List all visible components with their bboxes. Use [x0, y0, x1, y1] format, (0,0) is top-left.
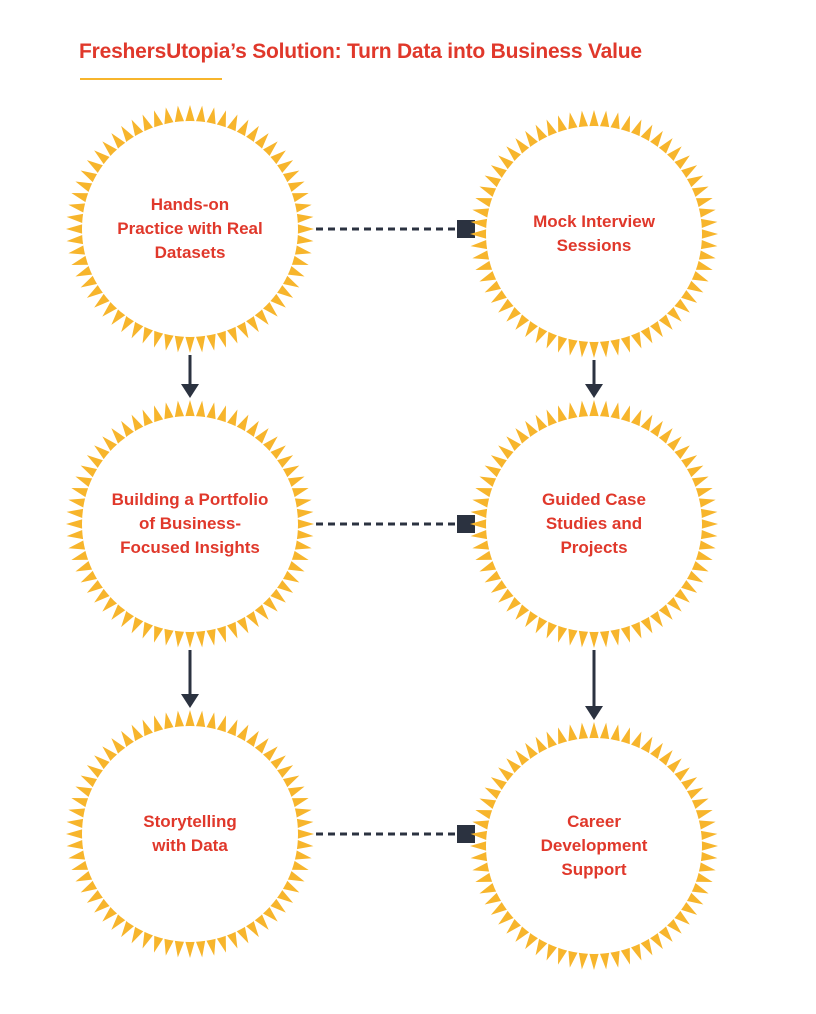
arrowhead [181, 384, 199, 398]
node-label-building-portfolio: Building a Portfolio of Business- Focuse… [111, 490, 269, 557]
node-label-mock-interview: Mock Interview Sessions [533, 212, 655, 255]
badge-guided-case-studies [470, 400, 718, 648]
node-label-career-development: Career Development Support [540, 812, 648, 879]
badge-inner-circle [486, 738, 702, 954]
badge-inner-circle [486, 126, 702, 342]
badge-career-development [470, 722, 718, 970]
connectors-layer [181, 220, 603, 843]
connector-end-square [457, 825, 475, 843]
badge-inner-circle [486, 416, 702, 632]
connector-end-square [457, 220, 475, 238]
arrowhead [585, 706, 603, 720]
badge-storytelling [66, 710, 314, 958]
badge-inner-circle [82, 121, 298, 337]
badges-layer [66, 105, 718, 970]
badge-inner-circle [82, 416, 298, 632]
connector-end-square [457, 515, 475, 533]
arrowhead [181, 694, 199, 708]
node-label-guided-case-studies: Guided Case Studies and Projects [542, 490, 646, 557]
node-label-hands-on-practice: Hands-on Practice with Real Datasets [117, 195, 263, 262]
arrowhead [585, 384, 603, 398]
badge-mock-interview [470, 110, 718, 358]
badge-inner-circle [82, 726, 298, 942]
title-underline [80, 78, 222, 80]
badge-building-portfolio [66, 400, 314, 648]
node-label-storytelling: Storytelling with Data [143, 812, 237, 855]
badge-hands-on-practice [66, 105, 314, 353]
page-title: FreshersUtopia’s Solution: Turn Data int… [79, 40, 642, 63]
